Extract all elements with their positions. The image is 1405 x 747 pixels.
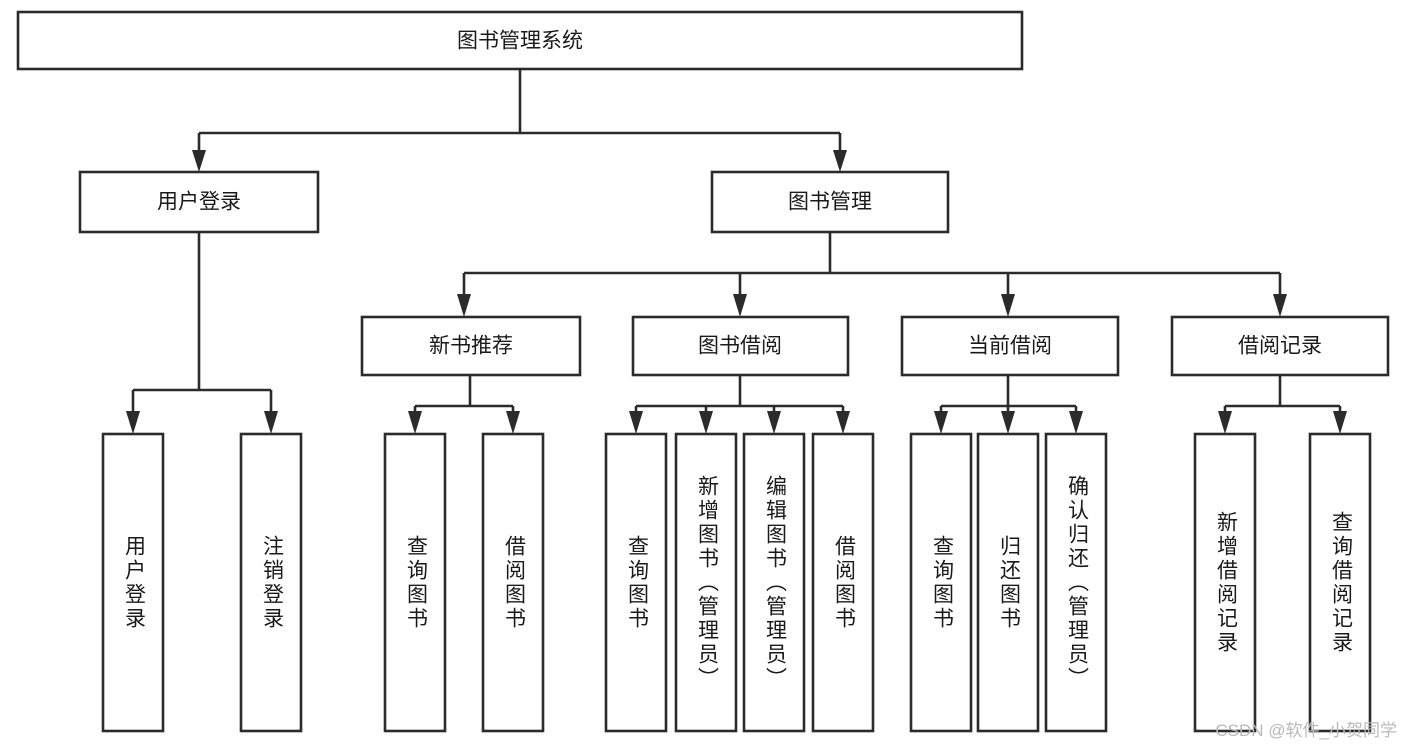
node-user-login-label: 用户登录 — [157, 191, 241, 214]
arrowhead-leaf-logout-login — [264, 411, 278, 434]
node-current-borrow[interactable]: 当前借阅 — [900, 315, 1120, 377]
node-borrow-record[interactable]: 借阅记录 — [1170, 315, 1390, 377]
leaf-add-book-box[interactable] — [674, 432, 738, 733]
leaf-query-book-3-label: 查询图书 — [930, 535, 954, 631]
leaf-query-record[interactable]: 查询借阅记录 — [1308, 432, 1372, 733]
leaf-edit-book-box[interactable] — [742, 432, 806, 733]
leaf-query-book-1-label: 查询图书 — [404, 535, 428, 631]
leaf-confirm-return[interactable]: 确认归还（管理员） — [1044, 432, 1108, 733]
node-book-management-box[interactable] — [710, 170, 950, 234]
node-root-label: 图书管理系统 — [457, 30, 583, 53]
leaf-logout-login[interactable]: 注销登录 — [239, 432, 303, 733]
leaf-query-book-1[interactable]: 查询图书 — [383, 432, 447, 733]
node-new-book-recommend[interactable]: 新书推荐 — [360, 315, 582, 377]
leaf-user-login-label: 用户登录 — [122, 535, 146, 631]
node-user-login-box[interactable] — [78, 170, 320, 234]
arrowhead-leaf-query-record — [1333, 411, 1347, 434]
leaf-add-record-label: 新增借阅记录 — [1214, 511, 1238, 655]
leaf-query-book-2-box[interactable] — [604, 432, 668, 733]
node-root[interactable]: 图书管理系统 — [16, 10, 1024, 71]
leaf-query-book-3[interactable]: 查询图书 — [909, 432, 973, 733]
leaf-borrow-book-1-box[interactable] — [481, 432, 545, 733]
arrowhead-leaf-user-login — [126, 411, 140, 434]
node-root-box[interactable] — [16, 10, 1024, 71]
arrowhead-leaf-confirm-return — [1069, 411, 1083, 434]
node-current-borrow-box[interactable] — [900, 315, 1120, 377]
connectors — [126, 69, 1347, 434]
leaf-user-login[interactable]: 用户登录 — [101, 432, 165, 733]
leaf-return-book-box[interactable] — [976, 432, 1040, 733]
leaf-add-book[interactable]: 新增图书（管理员） — [674, 432, 738, 733]
node-user-login[interactable]: 用户登录 — [78, 170, 320, 234]
arrowhead-leaf-query-book-2 — [629, 411, 643, 434]
node-borrow-record-box[interactable] — [1170, 315, 1390, 377]
arrowhead-leaf-return-book — [1001, 411, 1015, 434]
node-book-management-label: 图书管理 — [788, 191, 872, 214]
arrowhead-borrow-record — [1273, 294, 1287, 317]
node-new-book-recommend-box[interactable] — [360, 315, 582, 377]
node-book-borrow[interactable]: 图书借阅 — [631, 315, 850, 377]
arrowhead-leaf-borrow-book-1 — [506, 411, 520, 434]
leaf-confirm-return-box[interactable] — [1044, 432, 1108, 733]
leaf-query-record-box[interactable] — [1308, 432, 1372, 733]
node-borrow-record-label: 借阅记录 — [1238, 335, 1322, 358]
leaf-query-record-label: 查询借阅记录 — [1329, 511, 1353, 655]
arrowhead-leaf-add-record — [1218, 411, 1232, 434]
leaf-borrow-book-1[interactable]: 借阅图书 — [481, 432, 545, 733]
arrowhead-book-borrow — [733, 294, 747, 317]
leaf-add-record-box[interactable] — [1193, 432, 1257, 733]
leaf-add-record[interactable]: 新增借阅记录 — [1193, 432, 1257, 733]
leaf-edit-book[interactable]: 编辑图书（管理员） — [742, 432, 806, 733]
leaf-return-book-label: 归还图书 — [997, 535, 1021, 631]
leaf-logout-login-label: 注销登录 — [260, 535, 284, 631]
node-current-borrow-label: 当前借阅 — [968, 335, 1052, 358]
leaf-borrow-book-2[interactable]: 借阅图书 — [811, 432, 875, 733]
arrowhead-book-management — [833, 150, 847, 172]
arrowhead-leaf-edit-book — [767, 411, 781, 434]
leaf-query-book-1-box[interactable] — [383, 432, 447, 733]
arrowhead-current-borrow — [1001, 294, 1015, 317]
leaf-query-book-2[interactable]: 查询图书 — [604, 432, 668, 733]
leaf-edit-book-label: 编辑图书（管理员） — [763, 475, 787, 691]
arrowhead-leaf-query-book-3 — [934, 411, 948, 434]
node-book-borrow-box[interactable] — [631, 315, 850, 377]
arrowhead-leaf-borrow-book-2 — [836, 411, 850, 434]
node-new-book-recommend-label: 新书推荐 — [429, 335, 513, 358]
node-book-borrow-label: 图书借阅 — [698, 335, 782, 358]
leaf-confirm-return-label: 确认归还（管理员） — [1065, 475, 1089, 691]
arrowhead-leaf-add-book — [699, 411, 713, 434]
leaf-add-book-label: 新增图书（管理员） — [695, 475, 719, 691]
leaf-borrow-book-2-label: 借阅图书 — [832, 535, 856, 631]
node-book-management[interactable]: 图书管理 — [710, 170, 950, 234]
leaf-return-book[interactable]: 归还图书 — [976, 432, 1040, 733]
leaf-logout-login-box[interactable] — [239, 432, 303, 733]
leaf-user-login-box[interactable] — [101, 432, 165, 733]
leaf-borrow-book-1-label: 借阅图书 — [502, 535, 526, 631]
leaf-query-book-3-box[interactable] — [909, 432, 973, 733]
arrowhead-new-book-recommend — [457, 294, 471, 317]
leaf-query-book-2-label: 查询图书 — [625, 535, 649, 631]
leaf-borrow-book-2-box[interactable] — [811, 432, 875, 733]
arrowhead-leaf-query-book-1 — [408, 411, 422, 434]
arrowhead-user-login — [192, 150, 206, 172]
